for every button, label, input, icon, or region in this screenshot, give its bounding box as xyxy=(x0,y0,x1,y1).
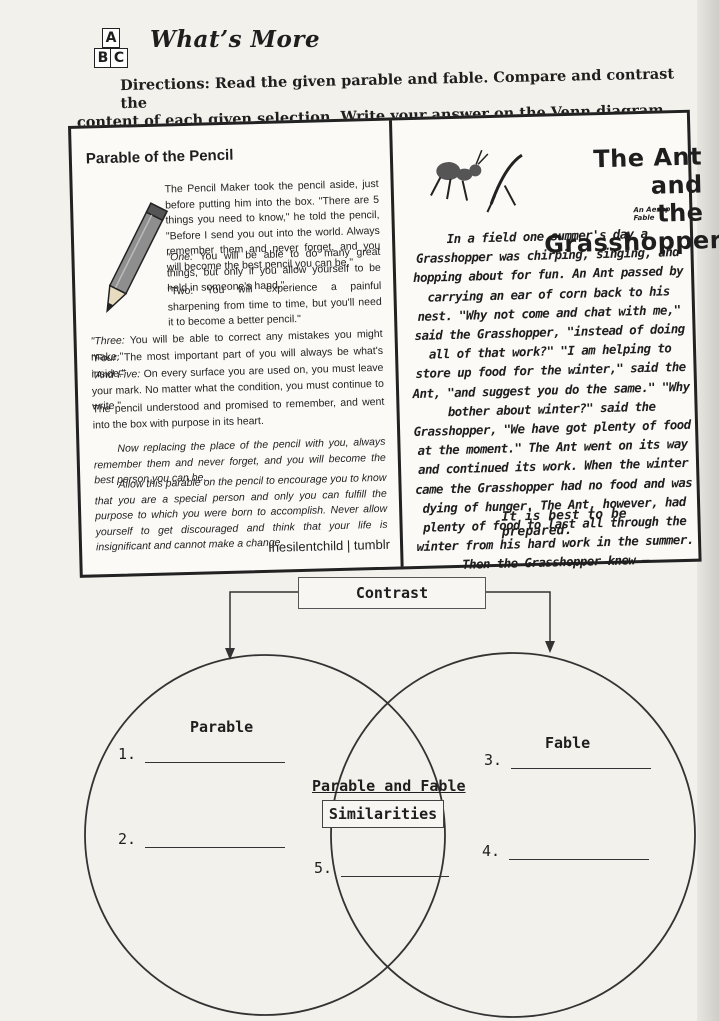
answer-item-1: 1. xyxy=(118,745,286,763)
item-number-4: 4. xyxy=(482,842,501,860)
selections-box: Parable of the Pencil The Pencil Maker t… xyxy=(68,109,719,578)
contrast-left-connector xyxy=(229,591,298,650)
answer-item-4: 4. xyxy=(482,842,650,860)
answer-line-4[interactable] xyxy=(509,858,650,860)
block-c: C xyxy=(110,48,128,68)
item-number-2: 2. xyxy=(118,830,137,848)
ant-grasshopper-icon xyxy=(430,149,523,213)
item-number-3: 3. xyxy=(484,751,503,769)
abc-blocks-icon: A B C xyxy=(92,28,132,70)
right-arrow-head-icon xyxy=(545,641,555,653)
fable-circle-label: Fable xyxy=(545,734,591,752)
answer-line-3[interactable] xyxy=(511,767,652,769)
parable-circle-label: Parable xyxy=(190,718,254,736)
block-a: A xyxy=(102,28,120,48)
answer-line-1[interactable] xyxy=(145,761,286,763)
section-title: What’s More xyxy=(150,26,321,53)
left-arrow-head-icon xyxy=(225,648,235,660)
pencil-icon xyxy=(106,202,168,314)
contrast-right-connector xyxy=(484,591,551,643)
item-number-5: 5. xyxy=(314,859,333,877)
contrast-label: Contrast xyxy=(298,577,486,609)
parable-circle xyxy=(84,654,446,1016)
similarities-label: Similarities xyxy=(322,800,444,828)
fable-circle xyxy=(330,652,696,1018)
answer-item-5: 5. xyxy=(314,859,450,877)
answer-item-2: 2. xyxy=(118,830,286,848)
page-edge xyxy=(697,0,719,1021)
answer-line-2[interactable] xyxy=(145,846,286,848)
similarities-heading: Parable and Fable xyxy=(312,777,466,795)
answer-item-3: 3. xyxy=(484,751,652,769)
answer-line-5[interactable] xyxy=(341,875,450,877)
item-number-1: 1. xyxy=(118,745,137,763)
